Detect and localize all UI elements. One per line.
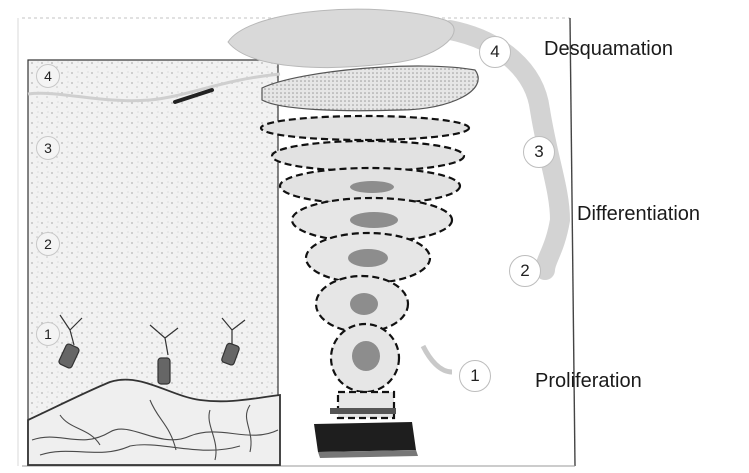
label-differentiation: Differentiation xyxy=(577,203,700,226)
desquamating-cells xyxy=(228,9,478,111)
label-proliferation: Proliferation xyxy=(535,370,642,393)
cycle-marker-3: 3 xyxy=(523,136,555,168)
left-marker-2: 2 xyxy=(36,232,60,256)
left-marker-3: 3 xyxy=(36,136,60,160)
skin-cross-section xyxy=(28,60,280,465)
cycle-marker-1: 1 xyxy=(459,360,491,392)
cycle-marker-2: 2 xyxy=(509,255,541,287)
left-marker-4: 4 xyxy=(36,64,60,88)
label-desquamation: Desquamation xyxy=(544,38,673,61)
proliferation-arrow xyxy=(423,346,452,372)
left-marker-1: 1 xyxy=(36,322,60,346)
keratinocyte-column xyxy=(261,116,469,418)
cycle-marker-4: 4 xyxy=(479,36,511,68)
